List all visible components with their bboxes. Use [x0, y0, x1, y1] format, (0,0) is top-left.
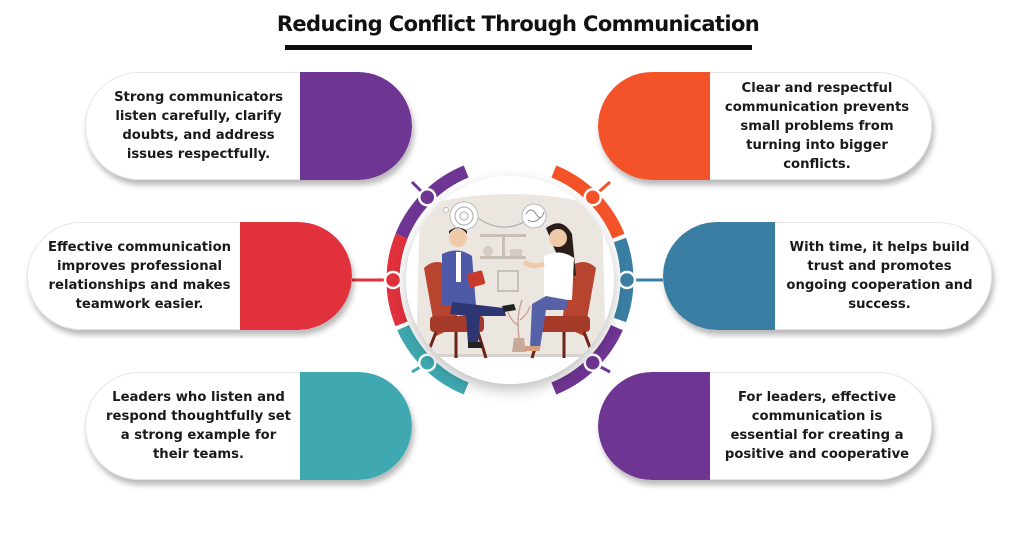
info-card-bottom-right: For leaders, effective communication is … [598, 372, 932, 480]
info-text: Effective communication improves profess… [47, 240, 232, 312]
connector-node-middle-left [383, 270, 403, 290]
info-text: For leaders, effective communication is … [724, 390, 910, 462]
connector-node-top-right [583, 188, 602, 207]
color-cap [300, 72, 412, 180]
color-cap [300, 372, 412, 480]
picture-frame-icon [497, 270, 519, 292]
info-text: Leaders who listen and respond thoughtfu… [106, 390, 291, 462]
connector-node-bottom-right [583, 353, 602, 372]
color-cap [240, 222, 352, 330]
color-cap [598, 372, 710, 480]
woman-figure [522, 223, 576, 351]
info-text: With time, it helps build trust and prom… [786, 240, 973, 312]
color-cap [598, 72, 710, 180]
info-text: Clear and respectful communication preve… [724, 80, 910, 172]
info-text: Strong communicators listen carefully, c… [114, 90, 283, 162]
info-card-top-right: Clear and respectful communication preve… [598, 72, 932, 180]
color-cap [663, 222, 775, 330]
title-underline [285, 45, 752, 50]
speech-bubble-tangle-icon [521, 203, 547, 229]
page-title: Reducing Conflict Through Communication [276, 12, 760, 36]
info-card-middle-right: With time, it helps build trust and prom… [663, 222, 992, 330]
connector-node-top-left [418, 188, 437, 207]
wall-shelf-icon [480, 234, 526, 259]
connector-node-bottom-left [418, 353, 437, 372]
info-card-middle-left: Effective communication improves profess… [27, 222, 352, 330]
connector-node-middle-right [617, 270, 637, 290]
center-illustration [406, 176, 614, 384]
info-card-top-left: Strong communicators listen carefully, c… [85, 72, 412, 180]
info-card-bottom-left: Leaders who listen and respond thoughtfu… [85, 372, 412, 480]
potted-plant-icon [507, 299, 531, 352]
clipboard-icon [466, 270, 486, 288]
man-figure [442, 227, 516, 348]
